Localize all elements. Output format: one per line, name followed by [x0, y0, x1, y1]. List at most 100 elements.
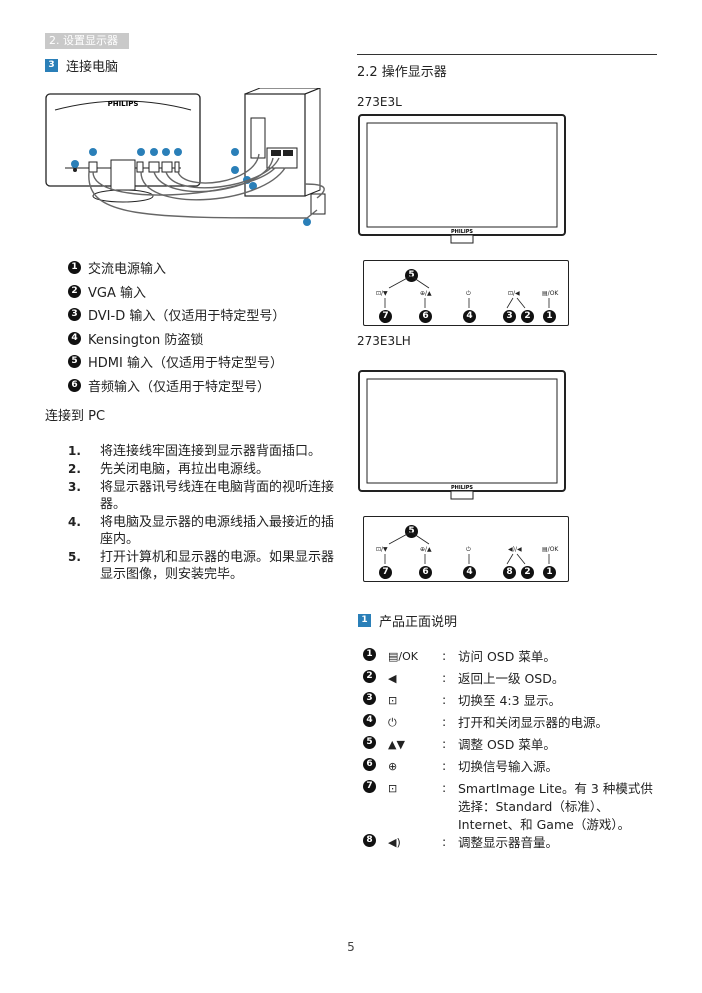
model-label-2: 273E3LH — [357, 334, 411, 348]
function-text: 调整显示器音量。 — [458, 835, 559, 850]
connector-label: 交流电源输入 — [88, 262, 167, 278]
connection-diagram: PHILIPS — [45, 88, 326, 226]
monitor-front-273e3l: PHILIPS — [358, 114, 566, 244]
up-down-icon: ▲▼ — [388, 738, 405, 751]
colon: : — [442, 834, 447, 849]
function-row: 3 ⊡: 切换至 4:3 显示。 — [363, 692, 658, 714]
number-badge: 6 — [419, 310, 432, 323]
function-list: 1 ▤/OK: 访问 OSD 菜单。 2 ◀: 返回上一级 OSD。 3 ⊡: 切换至 4:… — [363, 648, 658, 856]
section-title: 连接电脑 — [66, 60, 119, 75]
step-item: 4. 将电脑及显示器的电源线插入最接近的插座内。 — [68, 514, 340, 548]
step-number: 5. — [68, 550, 81, 564]
number-badge: 8 — [503, 566, 516, 579]
volume-left-button-label[interactable]: ◀)/◀ — [508, 546, 522, 553]
colon: : — [442, 714, 447, 729]
input-up-button-label[interactable]: ⊕/▲ — [420, 546, 432, 553]
function-row: 8 ◀): 调整显示器音量。 — [363, 834, 658, 856]
colon: : — [442, 780, 447, 795]
number-badge: 4 — [68, 331, 81, 345]
number-badge: 2 — [363, 670, 376, 683]
function-row: 7 ⊡: SmartImage Lite。有 3 种模式供选择：Standard（标… — [363, 780, 658, 834]
function-text: 切换信号输入源。 — [458, 759, 559, 774]
step-text: 将显示器讯号线连在电脑背面的视听连接器。 — [100, 480, 335, 512]
aspect-left-button-label[interactable]: ⊡/◀ — [508, 290, 520, 297]
step-item: 3. 将显示器讯号线连在电脑背面的视听连接器。 — [68, 479, 340, 513]
step-item: 5. 打开计算机和显示器的电源。如果显示器显示图像，则安装完毕。 — [68, 549, 340, 583]
step-text: 将连接线牢固连接到显示器背面插口。 — [100, 444, 322, 459]
input-up-button-label[interactable]: ⊕/▲ — [420, 290, 432, 297]
number-badge: 5 — [68, 355, 81, 369]
operate-title: 2.2 操作显示器 — [357, 65, 447, 80]
number-badge: 3 — [503, 310, 516, 323]
power-button-label[interactable]: ⏻ — [466, 290, 471, 297]
step-text: 先关闭电脑，再拉出电源线。 — [100, 462, 270, 477]
number-badge: 4 — [463, 566, 476, 579]
function-text: 访问 OSD 菜单。 — [458, 649, 556, 664]
function-row: 4⏻:打开和关闭显示器的电源。 — [363, 714, 658, 736]
panel2-lines — [384, 531, 550, 565]
step-number: 3. — [68, 480, 81, 494]
number-badge: 2 — [68, 284, 81, 298]
section-number: 3 — [45, 59, 58, 72]
number-badge: 6 — [363, 758, 376, 771]
connector-label: Kensington 防盗锁 — [88, 332, 204, 348]
connector-label: VGA 输入 — [88, 285, 146, 301]
number-badge: 7 — [379, 566, 392, 579]
colon: : — [442, 648, 447, 663]
steps-list: 1.将连接线牢固连接到显示器背面插口。 2.先关闭电脑，再拉出电源线。 3.将显… — [68, 443, 340, 584]
volume-icon: ◀) — [388, 836, 401, 849]
colon: : — [442, 670, 447, 685]
aspect-icon: ⊡ — [388, 694, 398, 707]
monitor-brand: PHILIPS — [451, 485, 473, 491]
number-badge: 7 — [363, 780, 376, 793]
section-heading-connect: 3 连接电脑 — [45, 56, 118, 75]
step-item: 2. 先关闭电脑，再拉出电源线。 — [68, 461, 340, 478]
number-badge: 6 — [68, 378, 81, 392]
function-text: 打开和关闭显示器的电源。 — [458, 715, 609, 730]
panel1-lines — [384, 275, 550, 309]
function-text: 返回上一级 OSD。 — [458, 671, 565, 686]
function-text: 切换至 4:3 显示。 — [458, 693, 562, 708]
number-badge: 2 — [521, 566, 534, 579]
step-text: 将电脑及显示器的电源线插入最接近的插座内。 — [100, 515, 335, 547]
menu-down-button-label[interactable]: ⊡/▼ — [376, 290, 388, 297]
number-badge: 3 — [68, 308, 81, 322]
section-number: 1 — [358, 614, 371, 627]
number-badge: 1 — [543, 566, 556, 579]
smartimage-icon: ⊡ — [388, 782, 398, 795]
step-number: 2. — [68, 462, 81, 476]
connect-pc-title: 连接到 PC — [45, 409, 106, 424]
function-row: 5 ▲▼: 调整 OSD 菜单。 — [363, 736, 658, 758]
step-number: 4. — [68, 515, 81, 529]
ok-button-label[interactable]: ▤/OK — [542, 290, 559, 297]
function-text: 调整 OSD 菜单。 — [458, 737, 556, 752]
step-text: 打开计算机和显示器的电源。如果显示器显示图像，则安装完毕。 — [100, 550, 335, 582]
power-button-label[interactable]: ⏻ — [466, 546, 471, 553]
section-title: 产品正面说明 — [379, 615, 458, 630]
number-badge: 8 — [363, 834, 376, 847]
function-text: SmartImage Lite。有 3 种模式供选择：Standard（标准）、… — [458, 781, 653, 832]
input-icon: ⊕ — [388, 760, 398, 773]
chapter-tab: 2. 设置显示器 — [45, 33, 129, 49]
diagram-brand: PHILIPS — [108, 100, 139, 108]
menu-down-button-label[interactable]: ⊡/▼ — [376, 546, 388, 553]
connector-label: DVI-D 输入（仅适用于特定型号） — [88, 309, 286, 325]
colon: : — [442, 692, 447, 707]
power-icon: ⏻ — [388, 716, 397, 729]
connector-label: HDMI 输入（仅适用于特定型号） — [88, 356, 283, 372]
section-heading-front: 1 产品正面说明 — [358, 611, 457, 630]
number-badge: 7 — [379, 310, 392, 323]
monitor-brand: PHILIPS — [451, 229, 473, 235]
monitor-front-273e3lh: PHILIPS — [358, 370, 566, 500]
menu-ok-icon: ▤/OK — [388, 650, 418, 663]
function-row: 6⊕:切换信号输入源。 — [363, 758, 658, 780]
list-item: 6 音频输入（仅适用于特定型号） — [68, 374, 285, 398]
back-icon: ◀ — [388, 672, 397, 685]
number-badge: 3 — [363, 692, 376, 705]
number-badge: 1 — [363, 648, 376, 661]
ok-button-label[interactable]: ▤/OK — [542, 546, 559, 553]
number-badge: 5 — [363, 736, 376, 749]
colon: : — [442, 736, 447, 751]
connector-label: 音频输入（仅适用于特定型号） — [88, 379, 271, 395]
